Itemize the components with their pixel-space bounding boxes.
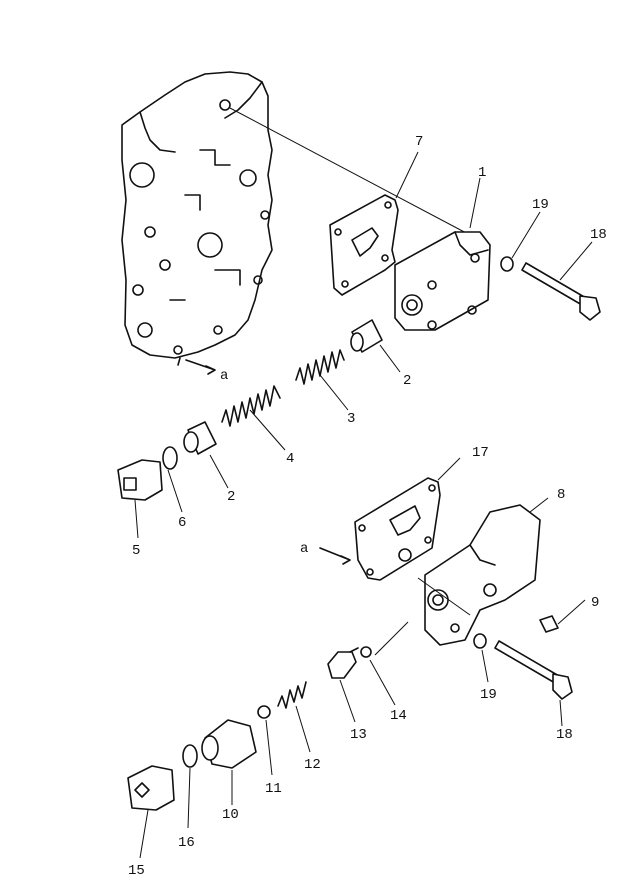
label-8: 8 — [557, 487, 565, 503]
spring-3 — [295, 349, 345, 385]
label-6: 6 — [178, 515, 186, 531]
label-15: 15 — [128, 863, 145, 876]
ball-11 — [257, 705, 271, 719]
gasket-17 — [354, 477, 441, 581]
label-7: 7 — [415, 134, 423, 150]
label-2-top: 2 — [403, 373, 411, 389]
label-10: 10 — [222, 807, 239, 823]
plug-9 — [539, 615, 559, 633]
label-2-bottom: 2 — [227, 489, 235, 505]
label-12: 12 — [304, 757, 321, 773]
label-18-top: 18 — [590, 227, 607, 243]
bolt-18-bottom — [494, 640, 573, 700]
label-a-top: a — [220, 368, 228, 384]
part-labels: 1 2 2 3 4 5 6 7 8 9 10 11 12 13 14 15 16… — [128, 134, 607, 876]
oring-16 — [182, 744, 198, 768]
bolt-18-top — [521, 262, 601, 321]
valve-10 — [201, 719, 257, 769]
leader-lines — [134, 151, 593, 859]
label-11: 11 — [265, 781, 282, 797]
sleeve-2-bottom — [183, 421, 217, 455]
spring-4 — [221, 385, 281, 427]
oring-6 — [162, 446, 178, 470]
label-13: 13 — [350, 727, 367, 743]
sleeve-2-top — [350, 319, 383, 353]
label-17: 17 — [472, 445, 489, 461]
label-5: 5 — [132, 543, 140, 559]
ball-14 — [360, 646, 372, 658]
label-14: 14 — [390, 708, 407, 724]
label-19-top: 19 — [532, 197, 549, 213]
washer-19-bottom — [473, 633, 487, 649]
label-4: 4 — [286, 451, 294, 467]
valve-13 — [327, 647, 359, 679]
cover-1 — [394, 231, 491, 331]
label-18-bottom: 18 — [556, 727, 573, 743]
label-a-bottom: a — [300, 541, 308, 557]
label-1: 1 — [478, 165, 486, 181]
plug-15 — [127, 765, 175, 811]
label-9: 9 — [591, 595, 599, 611]
spring-12 — [277, 681, 307, 709]
washer-19-top — [500, 256, 514, 272]
plug-5 — [117, 459, 163, 501]
cover-8 — [424, 504, 541, 646]
label-3: 3 — [347, 411, 355, 427]
label-16: 16 — [178, 835, 195, 851]
valve-body-casting — [121, 71, 471, 366]
label-19-bottom: 19 — [480, 687, 497, 703]
gasket-7 — [329, 194, 399, 296]
